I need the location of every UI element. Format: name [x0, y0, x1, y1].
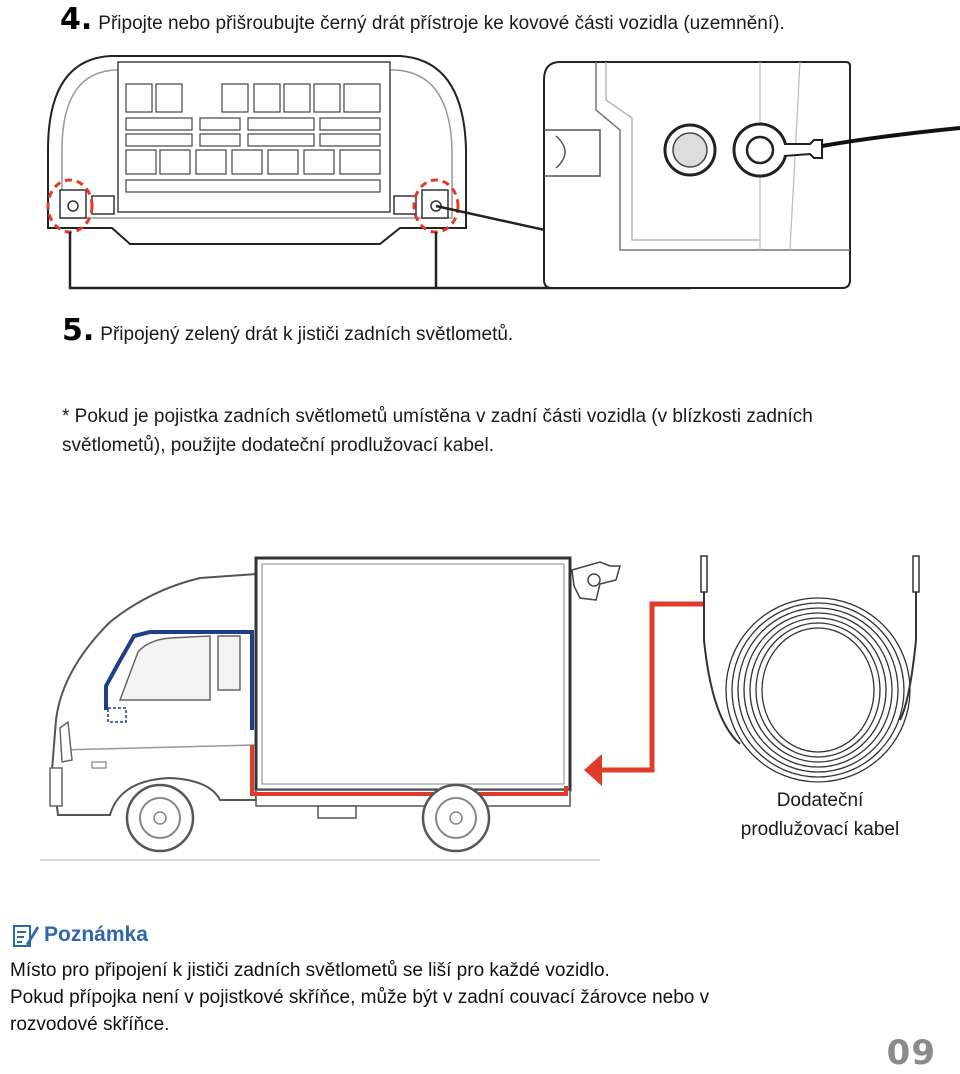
- cable-caption: Dodateční prodlužovací kabel: [700, 786, 940, 844]
- note-line-1: Místo pro připojení k jističi zadních sv…: [10, 960, 610, 981]
- footnote: * Pokud je pojistka zadních světlometů u…: [62, 406, 813, 456]
- note-line-3: rozvodové skříňce.: [10, 1014, 170, 1035]
- step-5: 5. Připojený zelený drát k jističi zadní…: [62, 313, 513, 348]
- truck-illustration: [40, 555, 920, 861]
- cable-caption-line2: prodlužovací kabel: [740, 819, 900, 840]
- fuse-box-illustration: [46, 55, 960, 290]
- fuse-grid: [125, 83, 381, 193]
- front-wheel: [125, 783, 195, 853]
- step-4: 4. Připojte nebo přišroubujte černý drát…: [60, 2, 785, 37]
- note-title: Poznámka: [12, 922, 148, 948]
- page-number: 09: [886, 1033, 936, 1073]
- step-5-text: Připojený zelený drát k jističi zadních …: [100, 324, 514, 345]
- rear-wheel: [421, 783, 491, 853]
- step-4-text: Připojte nebo přišroubujte černý drát př…: [98, 13, 785, 34]
- extension-cable-coil: [725, 597, 911, 783]
- note-title-text: Poznámka: [44, 923, 148, 946]
- note-pencil-icon: [13, 925, 39, 947]
- note-line-2: Pokud přípojka není v pojistkové skříňce…: [10, 987, 710, 1008]
- step-5-number: 5.: [62, 313, 95, 348]
- cable-caption-line1: Dodateční: [776, 790, 864, 811]
- note-body: Místo pro připojení k jističi zadních sv…: [10, 957, 910, 1038]
- step-4-number: 4.: [60, 2, 93, 37]
